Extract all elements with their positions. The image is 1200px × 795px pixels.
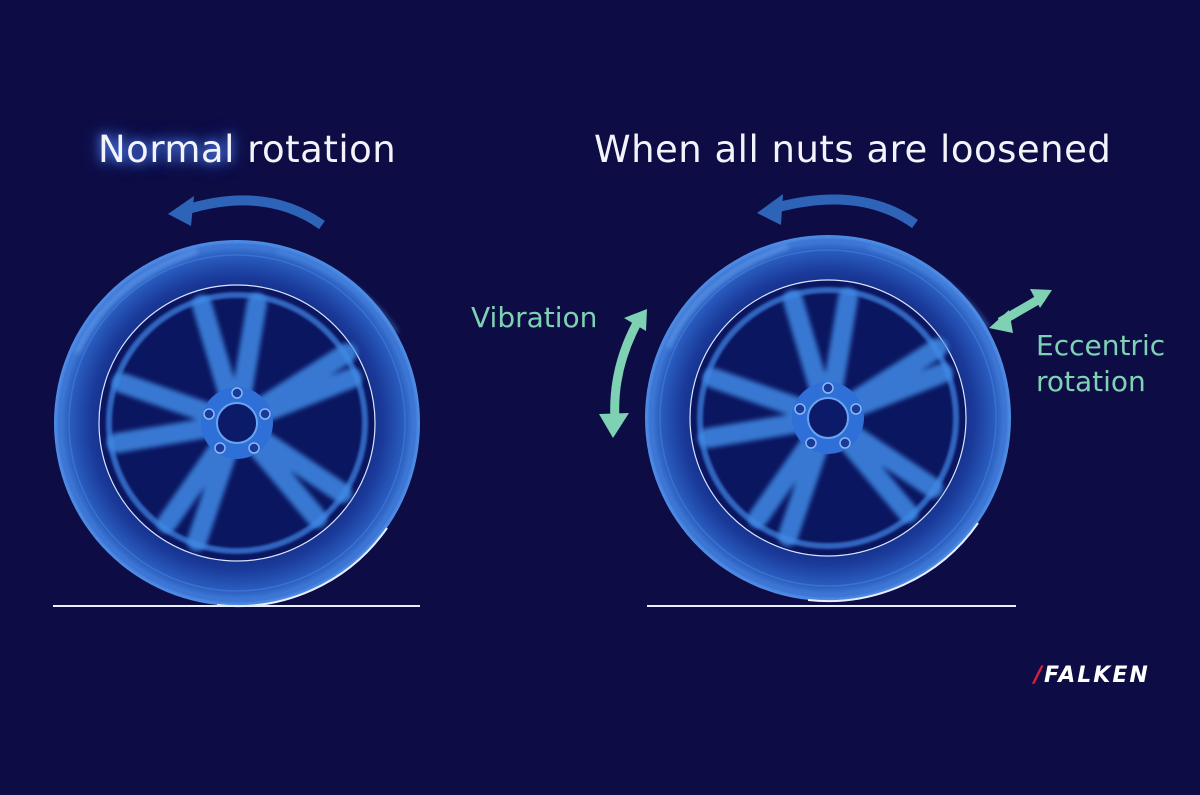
counterclockwise-arrow-icon bbox=[757, 194, 918, 229]
vibration-arrow-icon bbox=[599, 309, 647, 438]
vibration-label: Vibration bbox=[471, 301, 598, 334]
eccentric-rotation-arrow-icon bbox=[989, 289, 1052, 333]
eccentric-rotation-label: Eccentric rotation bbox=[1036, 328, 1165, 400]
title-highlight: Normal bbox=[98, 128, 235, 171]
logo-accent-icon: / bbox=[1034, 663, 1045, 688]
wheel-normal bbox=[54, 240, 420, 606]
falken-logo: /FALKEN bbox=[1034, 663, 1150, 688]
eccentric-label-line1: Eccentric bbox=[1036, 329, 1166, 362]
eccentric-label-line2: rotation bbox=[1036, 365, 1146, 398]
normal-rotation-title: Normal rotation bbox=[98, 128, 396, 171]
loosened-nuts-title: When all nuts are loosened bbox=[594, 128, 1112, 171]
title-rest: rotation bbox=[234, 128, 397, 171]
logo-text: FALKEN bbox=[1044, 663, 1150, 688]
wheel-loosened bbox=[645, 235, 1011, 601]
counterclockwise-arrow-icon bbox=[168, 195, 325, 230]
